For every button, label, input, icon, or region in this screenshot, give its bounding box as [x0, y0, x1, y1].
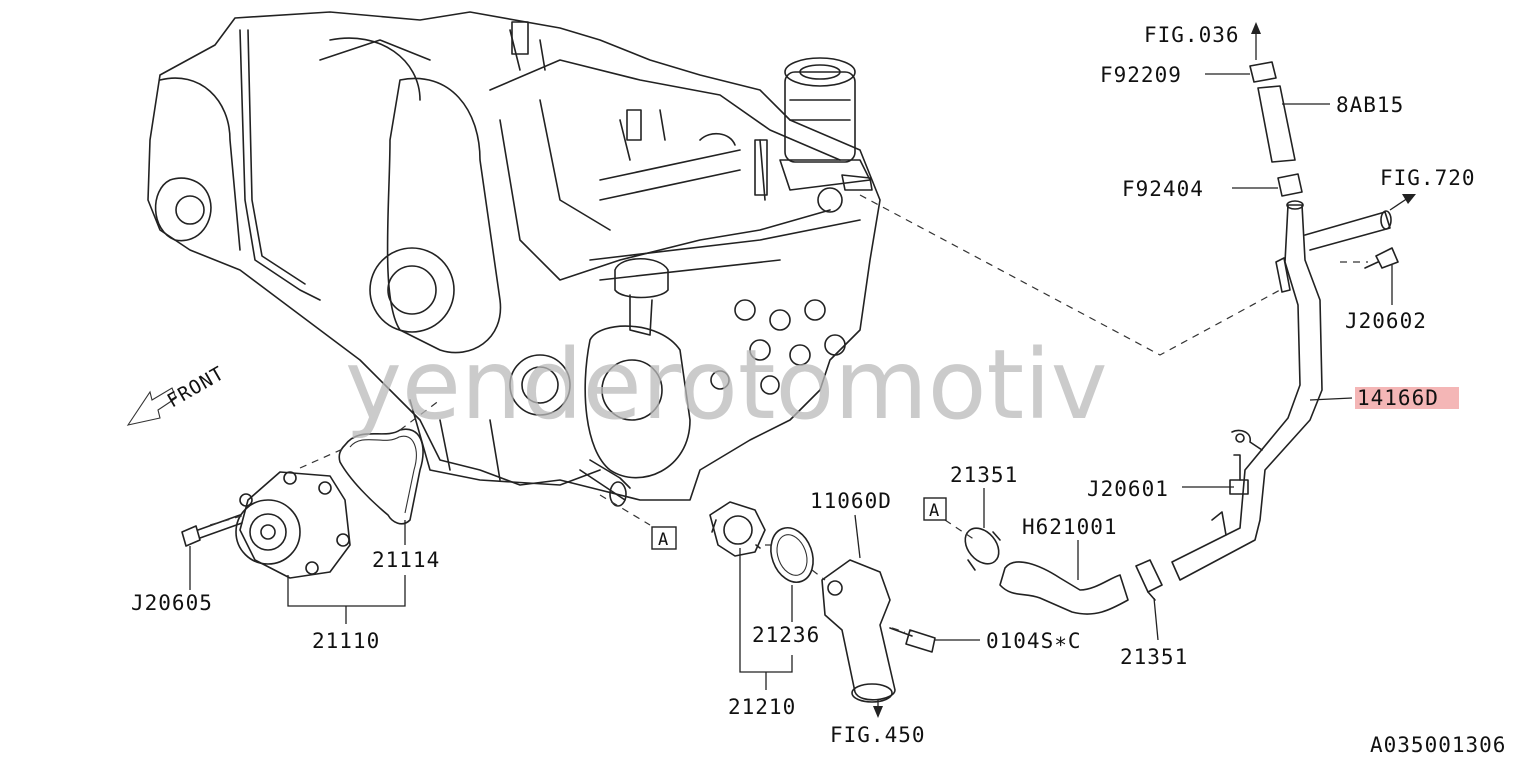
leader-lines [189, 22, 1416, 718]
label-fig450[interactable]: FIG.450 [830, 723, 926, 747]
reference-lines [209, 194, 1368, 633]
thermostat-21210 [709, 501, 766, 557]
label-8ab15: 8AB15 [1336, 93, 1404, 117]
front-label: FRONT [164, 362, 229, 412]
hose-clamp-21351-bottom [1135, 559, 1163, 601]
part-labels: FIG.036 F92209 8AB15 F92404 FIG.720 J206… [131, 23, 1506, 757]
label-14166d: 14166D [1357, 386, 1439, 410]
hose-h621001 [999, 561, 1129, 615]
reference-box-a-left: A [651, 526, 677, 550]
bolt-j20601 [1229, 454, 1249, 495]
reference-box-a-right-text: A [929, 501, 939, 521]
label-h621001: H621001 [1022, 515, 1118, 539]
hose-8ab15 [1257, 85, 1296, 163]
label-11060d: 11060D [810, 489, 892, 513]
bolt-0104sc [889, 627, 936, 653]
water-pump-21110 [235, 471, 351, 579]
label-f92404: F92404 [1122, 177, 1204, 201]
label-j20605: J20605 [131, 591, 213, 615]
diagram-code: A035001306 [1370, 733, 1506, 757]
hose-clamp-21351-top [964, 527, 1001, 571]
label-21114: 21114 [372, 548, 440, 572]
label-21110: 21110 [312, 629, 380, 653]
water-pump-gasket-21114 [338, 428, 424, 525]
thermostat-cover-11060d [821, 559, 896, 703]
label-fig036[interactable]: FIG.036 [1144, 23, 1240, 47]
label-21351-top: 21351 [950, 463, 1018, 487]
front-direction-indicator: FRONT [126, 362, 229, 426]
reference-box-a-left-text: A [658, 530, 668, 550]
watermark: yenderotomotiv [345, 329, 1108, 441]
label-21210: 21210 [728, 695, 796, 719]
label-f92209: F92209 [1100, 63, 1182, 87]
hose-clamp-f92209 [1249, 61, 1277, 83]
label-j20602: J20602 [1345, 309, 1427, 333]
thermostat-gasket-21236 [770, 527, 814, 583]
hose-clamp-f92404 [1277, 173, 1303, 197]
coolant-pipe-14166d [1171, 200, 1392, 581]
engine-illustration [147, 11, 881, 507]
label-j20601: J20601 [1087, 477, 1169, 501]
label-0104sc: 0104S∗C [986, 629, 1082, 653]
label-fig720[interactable]: FIG.720 [1380, 166, 1476, 190]
label-21351-bottom: 21351 [1120, 645, 1188, 669]
label-21236: 21236 [752, 623, 820, 647]
label-14166d-highlight [1355, 387, 1459, 409]
bolt-j20605 [181, 514, 243, 547]
reference-box-a-right: A [923, 497, 947, 521]
bolt-j20602 [1364, 247, 1399, 269]
